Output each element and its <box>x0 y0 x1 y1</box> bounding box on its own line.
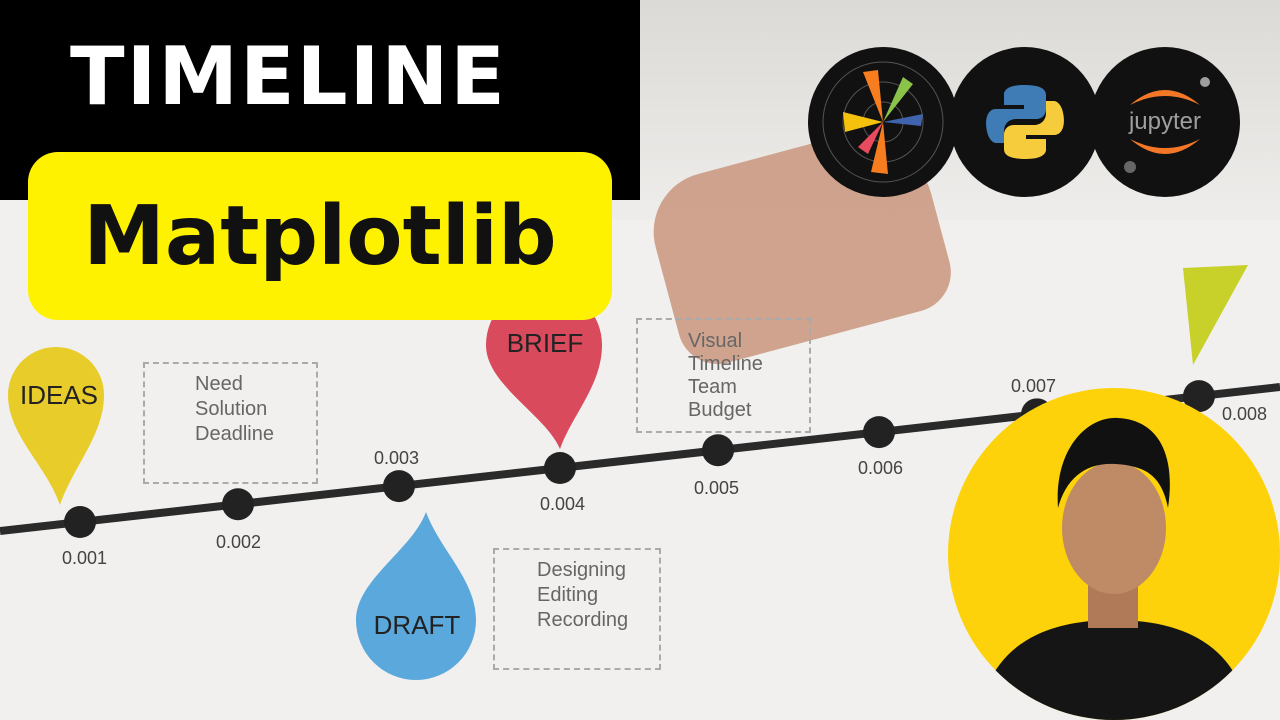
timeline-dot <box>64 506 96 538</box>
pin-draft: DRAFT <box>373 609 461 640</box>
timeline-dot <box>1183 380 1215 413</box>
note-box-1: Need Solution Deadline <box>143 362 318 484</box>
jupyter-icon: jupyter <box>1090 47 1240 197</box>
tick-label: 0.002 <box>216 532 262 552</box>
note-line: Budget <box>688 399 752 421</box>
tick-label: 0.006 <box>858 458 904 478</box>
ideas-pin-shape <box>8 347 104 505</box>
note-line: Visual <box>688 330 743 352</box>
timeline-dot <box>544 452 576 484</box>
python-icon <box>950 47 1100 197</box>
note-line: Deadline <box>195 423 274 445</box>
timeline-dot <box>222 488 254 521</box>
note-line: Recording <box>537 609 629 631</box>
face <box>1062 462 1166 594</box>
tick-label: 0.003 <box>374 448 420 468</box>
draft-pin-shape <box>356 512 476 680</box>
brief-pin-shape <box>486 287 602 449</box>
tick-label: 0.005 <box>694 478 740 498</box>
pin-brief: BRIEF <box>506 327 584 358</box>
tick-label: 0.008 <box>1222 404 1268 424</box>
timeline-dot <box>863 416 895 449</box>
presenter-avatar <box>948 388 1280 720</box>
tick-label: 0.001 <box>62 548 108 568</box>
note-line: Team <box>688 376 737 398</box>
subtitle-badge: Matplotlib <box>28 152 612 320</box>
hair <box>1057 417 1170 508</box>
tick-label: 0.004 <box>540 494 586 514</box>
note-line: Solution <box>195 398 268 420</box>
jupyter-wordmark: jupyter <box>1128 108 1201 135</box>
note-line: Timeline <box>688 353 763 375</box>
triangle-marker <box>1183 265 1248 365</box>
note-box-2: Designing Editing Recording <box>493 548 661 670</box>
note-line: Designing <box>537 559 626 581</box>
note-box-3: Visual Timeline Team Budget <box>636 318 811 433</box>
pin-ideas: IDEAS <box>19 379 99 410</box>
tick-label: 0.007 <box>1011 376 1057 396</box>
shirt <box>978 620 1250 720</box>
matplotlib-icon <box>808 47 958 197</box>
timeline-dot <box>702 434 734 467</box>
timeline-dot <box>383 470 415 503</box>
note-line: Need <box>195 373 243 395</box>
title: TIMELINE <box>70 30 507 123</box>
note-line: Editing <box>537 584 599 606</box>
